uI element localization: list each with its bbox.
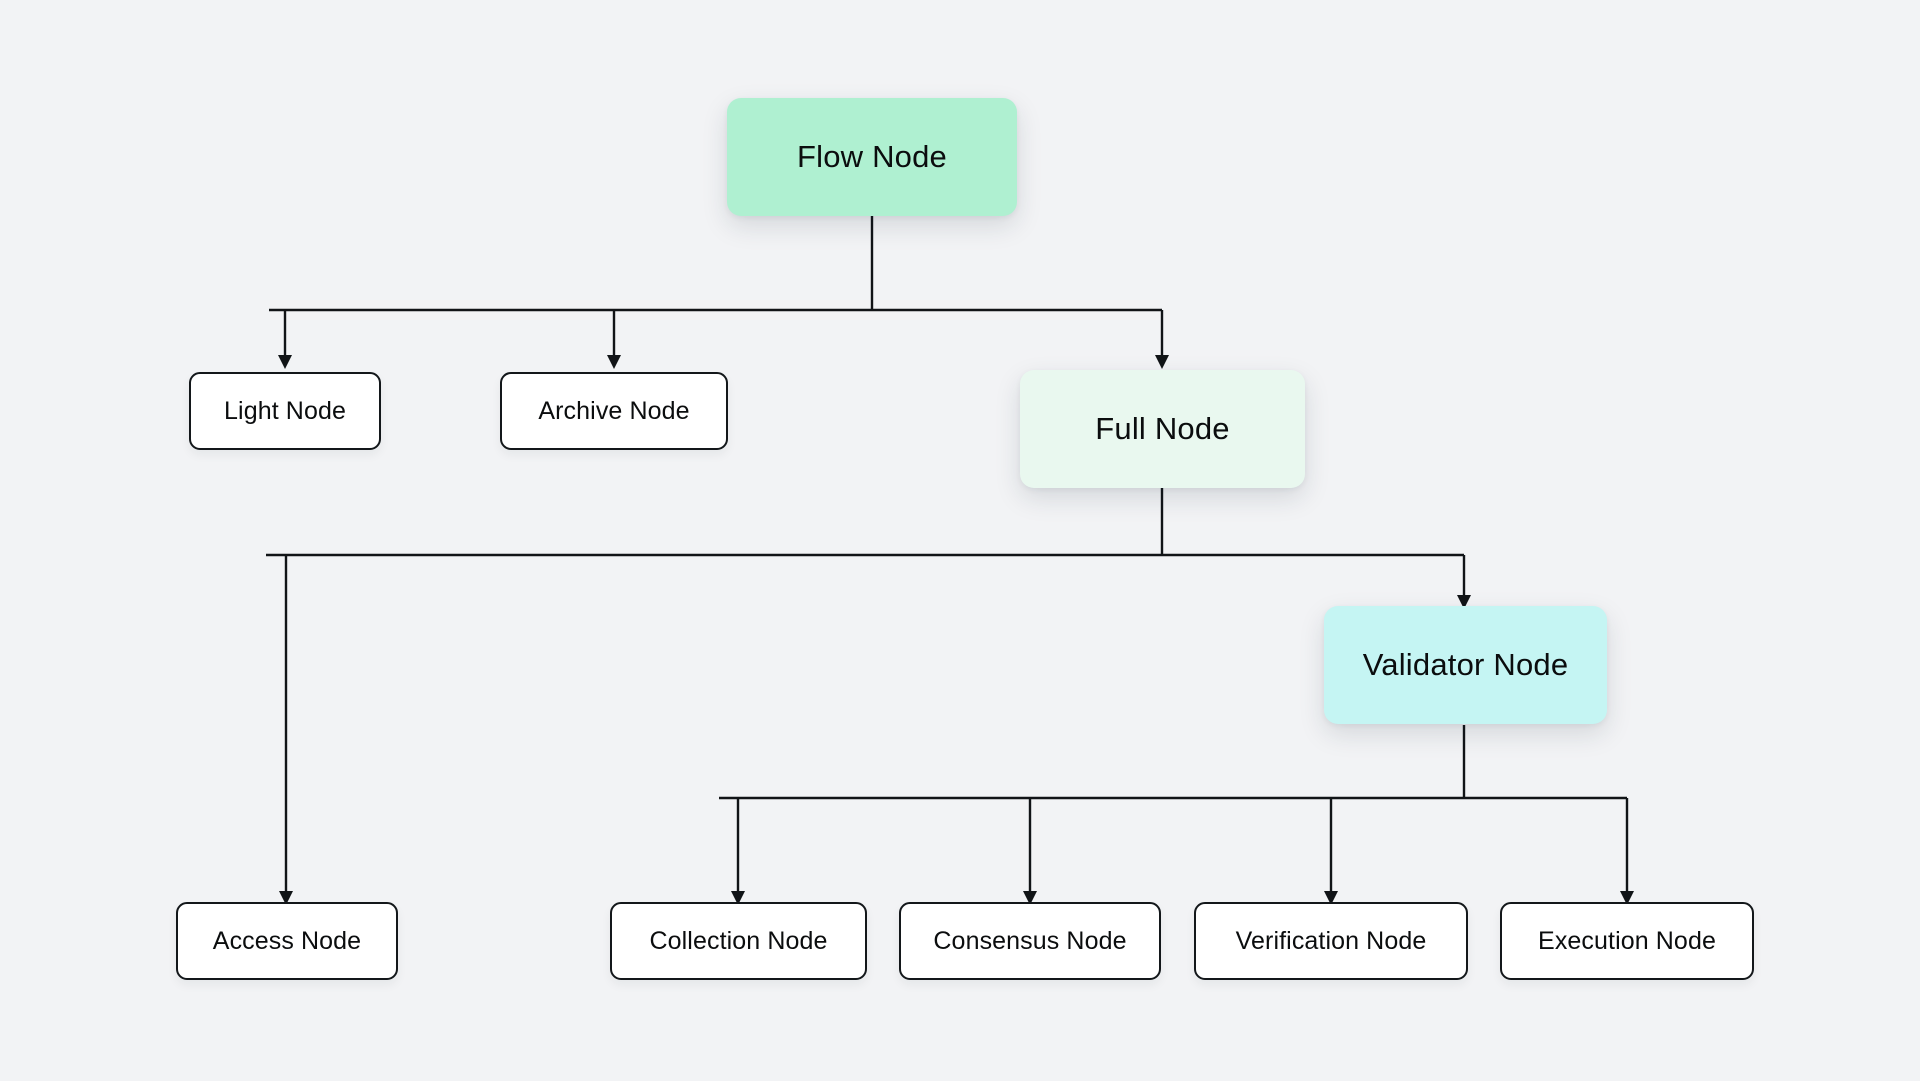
node-execution[interactable]: Execution Node (1500, 902, 1754, 980)
node-archive[interactable]: Archive Node (500, 372, 728, 450)
node-full[interactable]: Full Node (1020, 370, 1305, 488)
node-validator[interactable]: Validator Node (1324, 606, 1607, 724)
node-validator-label: Validator Node (1362, 647, 1569, 683)
node-flow-label: Flow Node (797, 139, 947, 175)
node-access-label: Access Node (212, 926, 362, 955)
node-collection[interactable]: Collection Node (610, 902, 867, 980)
node-full-label: Full Node (1095, 411, 1230, 447)
node-verification[interactable]: Verification Node (1194, 902, 1468, 980)
node-consensus[interactable]: Consensus Node (899, 902, 1161, 980)
node-light[interactable]: Light Node (189, 372, 381, 450)
node-access[interactable]: Access Node (176, 902, 398, 980)
edge-full-to-children (266, 487, 1471, 905)
node-execution-label: Execution Node (1538, 926, 1716, 955)
node-light-label: Light Node (224, 396, 346, 425)
node-archive-label: Archive Node (538, 396, 690, 425)
node-collection-label: Collection Node (649, 926, 828, 955)
node-flow[interactable]: Flow Node (727, 98, 1017, 216)
node-verification-label: Verification Node (1235, 926, 1427, 955)
edge-validator-to-children (719, 725, 1634, 905)
node-consensus-label: Consensus Node (933, 926, 1127, 955)
edge-flow-to-children (269, 215, 1169, 369)
